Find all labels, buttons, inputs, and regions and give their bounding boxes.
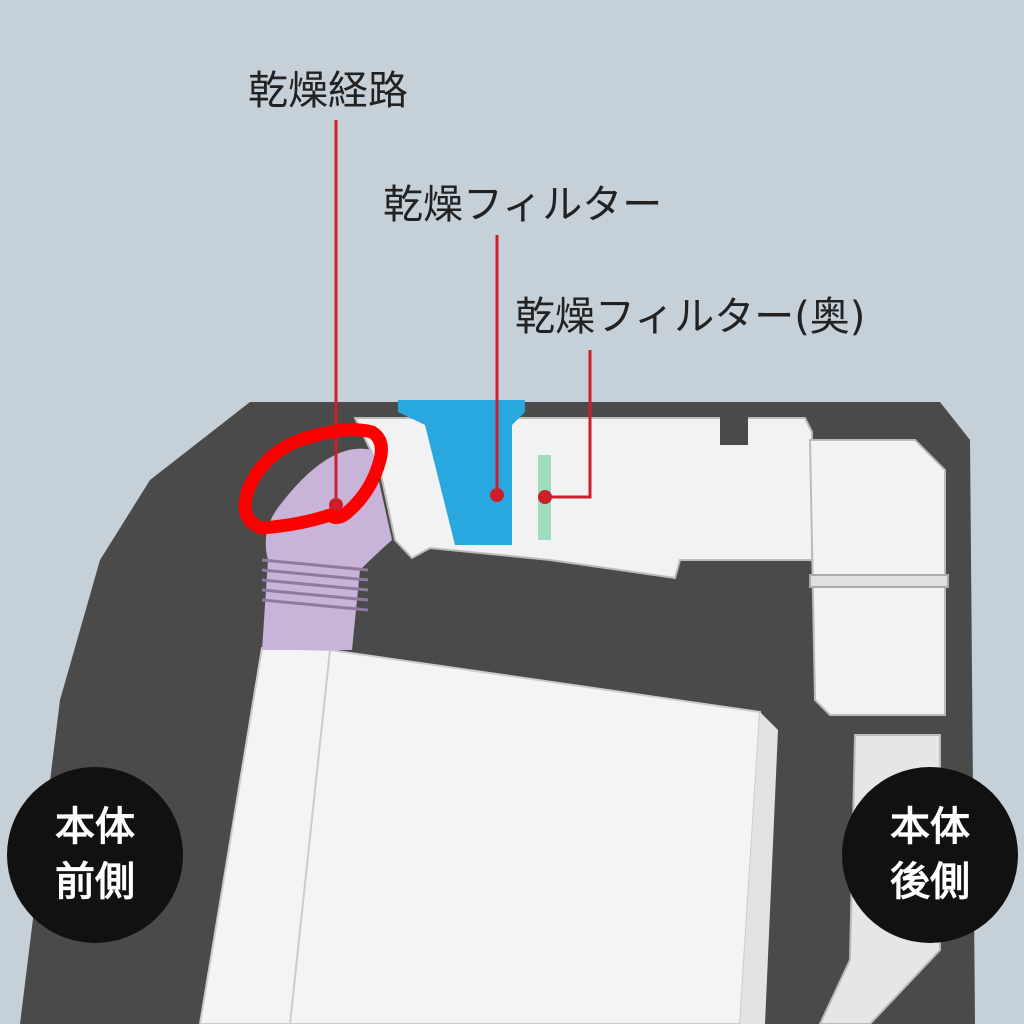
badge-front-line1: 本体 <box>55 804 135 850</box>
leader-dot-drying-filter-back <box>538 490 552 504</box>
leader-dot-drying-filter <box>490 488 504 502</box>
duct-ribs <box>261 558 369 612</box>
badge-rear-line1: 本体 <box>890 804 970 850</box>
duct-band <box>809 574 949 588</box>
badge-front-line2: 前側 <box>55 859 135 905</box>
label-drying-filter: 乾燥フィルター <box>383 182 662 228</box>
leader-drying-filter-back <box>545 350 592 499</box>
badge-rear <box>842 767 1018 943</box>
label-drying-filter-back: 乾燥フィルター(奥) <box>515 294 865 340</box>
drum-side <box>740 712 778 1024</box>
drying-filter <box>398 400 525 545</box>
top-notch <box>720 415 748 445</box>
badge-front <box>7 767 183 943</box>
label-drying-path: 乾燥経路 <box>248 68 408 114</box>
highlight-circle <box>238 423 388 535</box>
badge-rear-line2: 後側 <box>890 859 970 905</box>
leader-dot-drying-path <box>329 498 343 512</box>
drum-panel <box>198 646 762 1024</box>
drum-inner-edge <box>289 649 331 1024</box>
